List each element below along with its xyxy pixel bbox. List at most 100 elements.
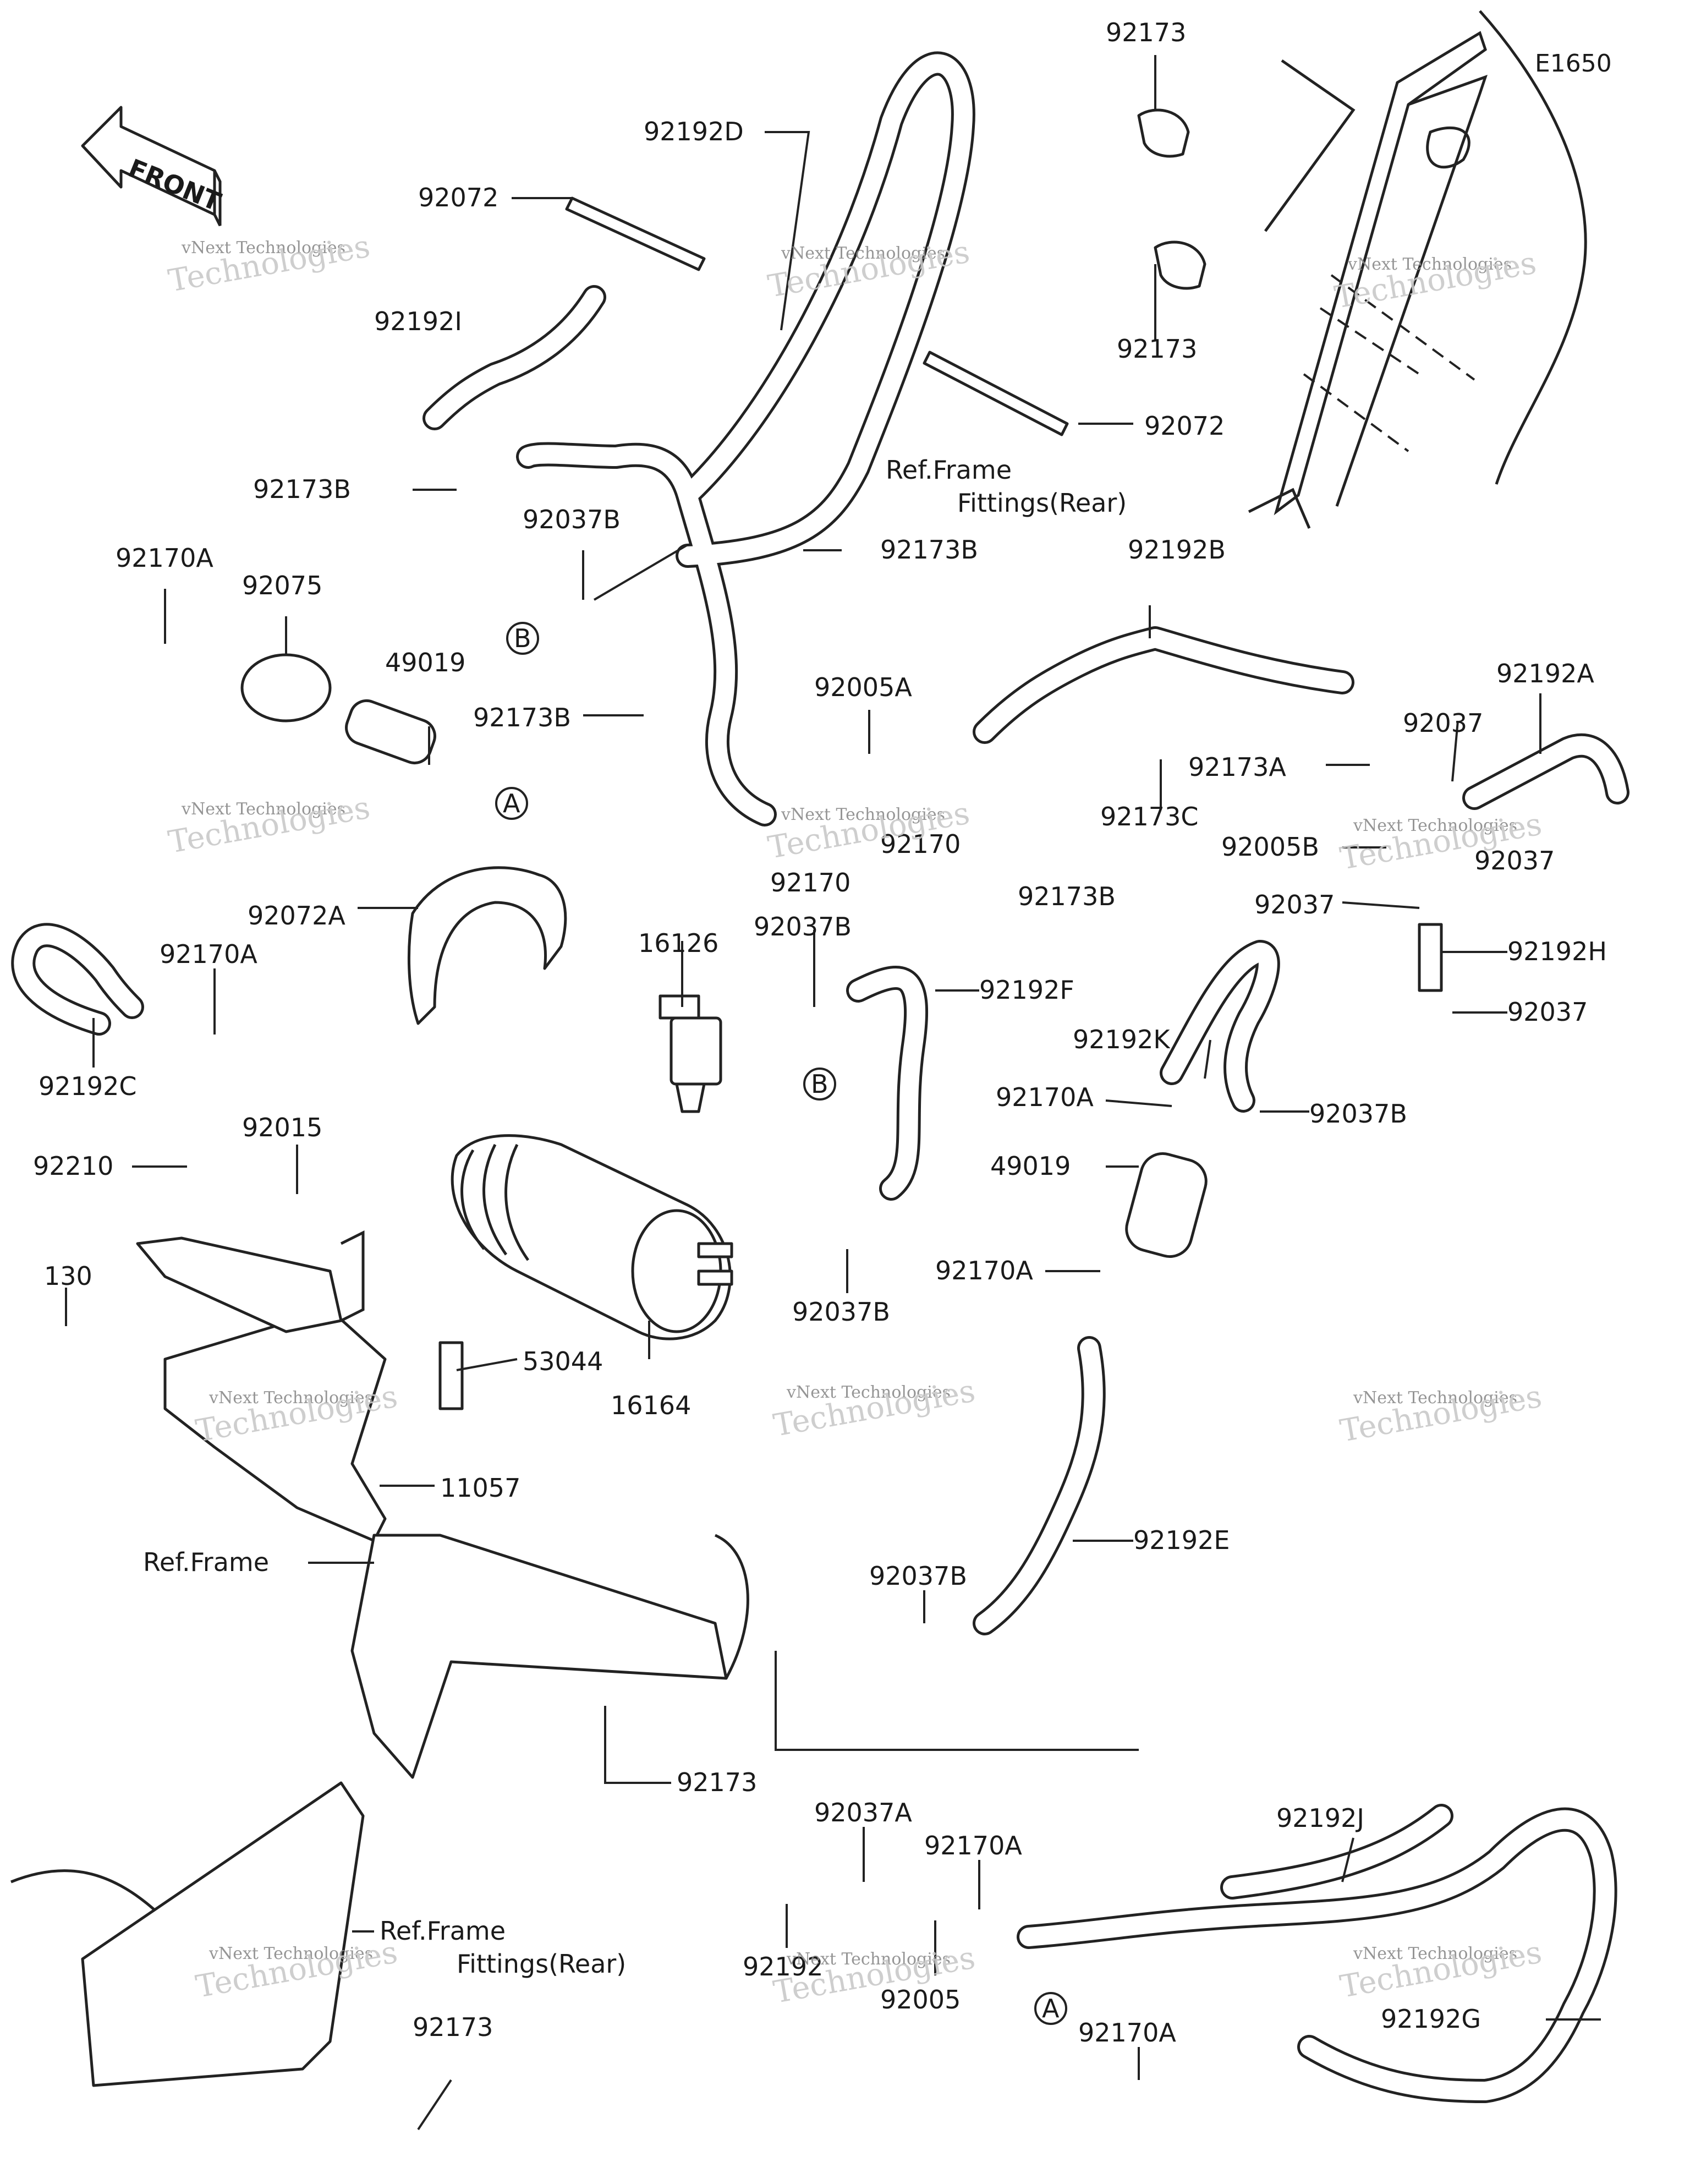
- label-92037B: 92037B: [523, 505, 621, 534]
- label-92192D: 92192D: [644, 117, 744, 146]
- label-ref-frame: Ref.Frame: [380, 1916, 506, 1946]
- band-92072A: [407, 866, 567, 1025]
- label-92192A: 92192A: [1496, 659, 1594, 688]
- label-92005: 92005: [880, 1985, 961, 2015]
- label-fittings-rear: Fittings(Rear): [457, 1949, 626, 1979]
- label-92072: 92072: [418, 183, 498, 212]
- label-ref-frame: Ref.Frame: [143, 1547, 269, 1577]
- label-92170A: 92170A: [160, 939, 257, 969]
- svg-text:vNext Technologies: vNext Technologies: [181, 238, 345, 258]
- label-92037: 92037: [1507, 997, 1588, 1027]
- label-92173B: 92173B: [253, 474, 351, 504]
- label-92015: 92015: [242, 1113, 322, 1142]
- label-92173B: 92173B: [880, 535, 978, 565]
- label-92037B: 92037B: [754, 912, 852, 942]
- hose-92192K: [1160, 940, 1280, 1113]
- svg-text:B: B: [514, 623, 531, 653]
- label-92005B: 92005B: [1221, 832, 1319, 862]
- hose-92192E: [973, 1336, 1106, 1635]
- svg-text:vNext Technologies: vNext Technologies: [786, 1383, 951, 1402]
- leader-lines: [65, 55, 1601, 2131]
- hose-92192D: [516, 51, 975, 826]
- hose-92192H: [1418, 923, 1443, 992]
- svg-text:vNext Technologies: vNext Technologies: [1353, 1944, 1517, 1963]
- callout-a-top: A: [495, 787, 528, 820]
- label-fittings-rear: Fittings(Rear): [957, 488, 1127, 518]
- front-arrow: FRONT: [81, 106, 226, 227]
- label-49019: 49019: [990, 1151, 1071, 1181]
- label-92005A: 92005A: [814, 672, 912, 702]
- part-labels: E1650 92173 92192D 92072 92192I 92173 92…: [33, 18, 1612, 2048]
- svg-text:vNext Technologies: vNext Technologies: [1353, 1388, 1517, 1408]
- label-92037B: 92037B: [792, 1297, 890, 1327]
- label-92173B: 92173B: [1018, 882, 1116, 911]
- label-92192: 92192: [743, 1952, 823, 1982]
- label-92075: 92075: [242, 571, 322, 600]
- svg-text:vNext Technologies: vNext Technologies: [181, 800, 345, 819]
- label-92072: 92072: [1144, 411, 1225, 441]
- label-92192F: 92192F: [979, 975, 1074, 1005]
- label-92173: 92173: [677, 1767, 757, 1797]
- label-92072A: 92072A: [248, 901, 345, 930]
- label-92192G: 92192G: [1381, 2004, 1481, 2034]
- callout-b-mid: B: [803, 1068, 836, 1101]
- callout-a-bot: A: [1034, 1992, 1067, 2025]
- label-92037: 92037: [1403, 708, 1483, 738]
- label-92037: 92037: [1474, 846, 1555, 875]
- hose-92192F: [846, 966, 929, 1201]
- label-92170A: 92170A: [116, 543, 213, 573]
- svg-text:A: A: [1042, 1994, 1060, 2023]
- frame-mid: [350, 1534, 749, 1779]
- label-92173: 92173: [1106, 18, 1186, 47]
- clamp-92173-top: [1137, 108, 1206, 290]
- label-92192H: 92192H: [1507, 937, 1607, 966]
- svg-text:B: B: [811, 1069, 828, 1099]
- label-16164: 16164: [611, 1391, 691, 1420]
- label-92170: 92170: [770, 868, 851, 897]
- label-92192E: 92192E: [1133, 1525, 1230, 1555]
- label-92170A: 92170A: [924, 1831, 1022, 1860]
- label-92173C: 92173C: [1100, 802, 1198, 831]
- svg-text:vNext Technologies: vNext Technologies: [208, 1944, 373, 1963]
- hose-92192I: [422, 285, 606, 430]
- label-49019: 49019: [385, 648, 465, 677]
- label-92170A: 92170A: [935, 1256, 1033, 1285]
- label-92173: 92173: [413, 2012, 493, 2042]
- frame-fittings-rear-low: [10, 1781, 365, 2087]
- label-92170A: 92170A: [1078, 2018, 1176, 2048]
- label-92192J: 92192J: [1276, 1803, 1364, 1833]
- label-11057: 11057: [440, 1473, 520, 1503]
- callout-b-top: B: [506, 622, 539, 655]
- bracket-11057: [136, 1230, 387, 1542]
- label-92210: 92210: [33, 1151, 113, 1181]
- label-92192I: 92192I: [374, 306, 462, 336]
- svg-text:vNext Technologies: vNext Technologies: [781, 244, 945, 263]
- label-92037: 92037: [1254, 890, 1335, 919]
- label-92173B: 92173B: [473, 703, 571, 732]
- label-92192B: 92192B: [1128, 535, 1226, 565]
- svg-text:A: A: [503, 789, 520, 818]
- filter-49019-a: [345, 699, 436, 764]
- hose-92192J-G: [1017, 1804, 1617, 2103]
- label-ref-frame: Ref.Frame: [886, 455, 1012, 485]
- filter-49019-b: [1125, 1152, 1208, 1258]
- label-92037A: 92037A: [814, 1798, 912, 1827]
- hose-92192C: [11, 923, 144, 1036]
- label-53044: 53044: [523, 1346, 603, 1376]
- label-92037B: 92037B: [869, 1561, 967, 1591]
- label-92192C: 92192C: [39, 1071, 136, 1101]
- sleeve-92075: [240, 653, 332, 722]
- frame-fittings-rear-top: [1248, 10, 1587, 529]
- ties-92072: [565, 196, 1069, 436]
- hose-92192A: [1462, 733, 1629, 810]
- label-92170A: 92170A: [996, 1082, 1094, 1112]
- valve-16126: [659, 994, 722, 1113]
- canister-16164: [451, 1134, 733, 1340]
